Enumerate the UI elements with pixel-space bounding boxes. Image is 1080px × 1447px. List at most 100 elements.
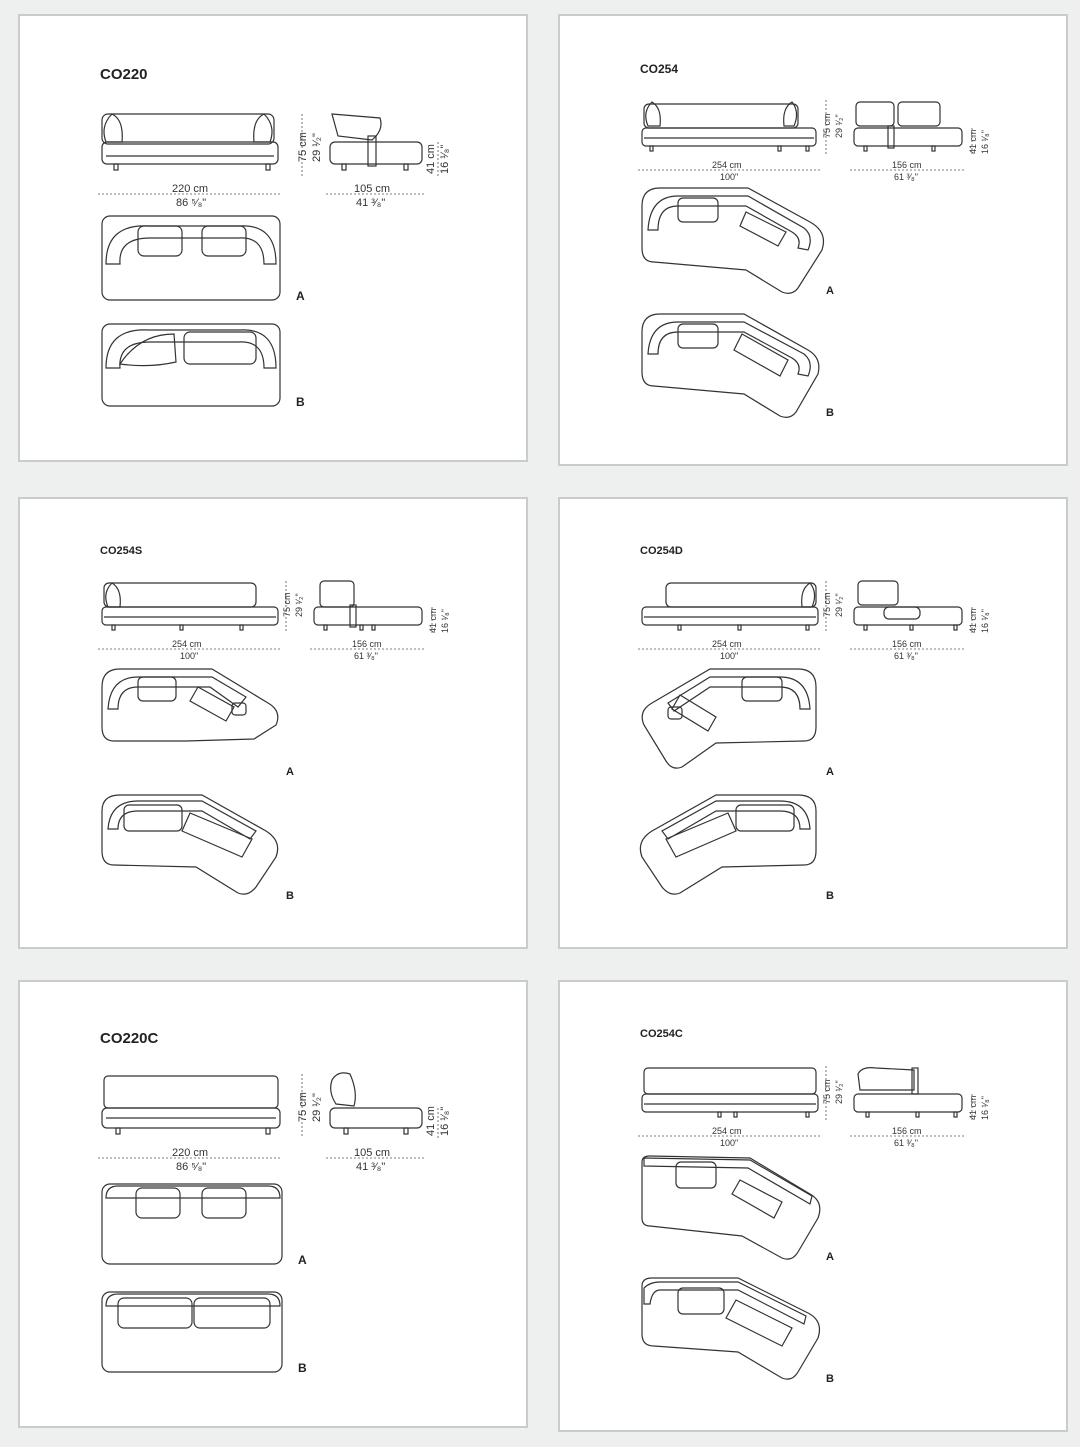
technical-drawing: 75 cm 29 ¹⁄₂" 254 cm 100" 156 cm 61 ³⁄₈"… [638,1066,990,1385]
seat-height-in: 16 ¹⁄₈" [439,145,451,174]
plan-a [641,668,817,769]
plan-b-label: B [296,395,305,409]
technical-drawing: 75 cm 29 ¹⁄₂" 254 cm 100" 156 cm 61 ³⁄₈"… [638,580,990,902]
model-title: CO220C [100,1030,159,1047]
product-panel-co254s: CO254S 75 cm 29 ¹⁄₂" 254 cm 100" 156 cm … [18,497,528,949]
side-elevation [329,1072,423,1135]
plan-a [641,187,825,294]
width-in: 86 ⁵⁄₈" [176,197,206,209]
plan-a [101,1183,283,1265]
plan-b [101,323,281,407]
width-cm: 254 cm [712,639,742,649]
height-in: 29 ¹⁄₂" [834,1080,844,1104]
product-panel-co254d: CO254D 75 cm 29 ¹⁄₂" 254 cm 100" 156 cm … [558,497,1068,949]
technical-drawing: 75 cm 29 ¹⁄₂" 220 cm 86 ⁵⁄₈" 105 cm 41 ³… [98,1072,451,1375]
width-in: 100" [720,1138,738,1148]
width-in: 100" [180,651,198,661]
seat-height-cm: 41 cm [968,608,978,633]
plan-b [101,1291,283,1373]
depth-in: 61 ³⁄₈" [894,651,918,661]
depth-in: 61 ³⁄₈" [894,1138,918,1148]
side-elevation [313,580,423,631]
width-cm: 254 cm [712,160,742,170]
seat-height-cm: 41 cm [425,1106,437,1136]
depth-in: 61 ³⁄₈" [894,172,918,182]
seat-height-in: 16 ¹⁄₈" [980,130,990,154]
depth-cm: 105 cm [354,183,390,195]
seat-height-cm: 41 cm [428,608,438,633]
technical-drawing: 75 cm 29 ¹⁄₂" 254 cm 100" 156 cm 61 ³⁄₈"… [638,100,990,419]
depth-cm: 156 cm [352,639,382,649]
product-panel-co220c: CO220C 75 cm 29 ¹⁄₂" 220 cm 86 ⁵⁄₈" 105 … [18,980,528,1428]
plan-b-label: B [298,1361,307,1375]
plan-b [639,794,817,895]
seat-height-cm: 41 cm [968,129,978,154]
side-elevation [329,113,423,171]
plan-a [101,668,279,742]
depth-in: 41 ³⁄₈" [356,197,385,209]
front-elevation [101,113,279,171]
seat-height-in: 16 ¹⁄₈" [980,1096,990,1120]
width-in: 86 ⁵⁄₈" [176,1161,206,1173]
front-elevation [641,582,819,631]
front-elevation [101,582,279,631]
plan-b [641,1277,821,1380]
front-elevation [641,1067,819,1118]
front-elevation [641,101,817,152]
plan-a [641,1155,821,1260]
model-title: CO254 [640,62,679,76]
width-cm: 254 cm [712,1126,742,1136]
plan-a-label: A [298,1253,307,1267]
seat-height-cm: 41 cm [968,1095,978,1120]
height-in: 29 ¹⁄₂" [294,593,304,617]
height-in: 29 ¹⁄₂" [834,593,844,617]
technical-drawing: 75 cm 29 ¹⁄₂" 254 cm 100" 156 cm 61 ³⁄₈"… [98,580,450,902]
model-title: CO254C [640,1028,683,1040]
width-cm: 254 cm [172,639,202,649]
product-panel-co220: CO220 75 cm 29 ¹⁄₂" 220 cm 86 ⁵⁄₈" [18,14,528,462]
seat-height-in: 16 ¹⁄₈" [439,1107,451,1136]
width-in: 100" [720,172,738,182]
plan-b-label: B [826,1373,834,1385]
side-elevation [853,101,963,152]
plan-b [101,794,279,895]
seat-height-in: 16 ¹⁄₈" [440,609,450,633]
seat-height-in: 16 ¹⁄₈" [980,609,990,633]
model-title: CO220 [100,66,148,83]
seat-height-cm: 41 cm [425,144,437,174]
product-panel-co254: CO254 75 cm 29 ¹⁄₂" 254 cm 100" 156 cm [558,14,1068,466]
width-in: 100" [720,651,738,661]
plan-a-label: A [826,1251,834,1263]
plan-a-label: A [296,289,305,303]
height-cm: 75 cm [822,113,832,138]
height-cm: 75 cm [282,592,292,617]
plan-b [641,313,820,418]
depth-in: 61 ³⁄₈" [354,651,378,661]
plan-a-label: A [826,766,834,778]
height-cm: 75 cm [297,132,309,162]
model-title: CO254D [640,545,683,557]
depth-cm: 105 cm [354,1147,390,1159]
height-in: 29 ¹⁄₂" [834,114,844,138]
depth-cm: 156 cm [892,1126,922,1136]
height-in: 29 ¹⁄₂" [311,1093,323,1122]
plan-a-label: A [826,285,834,297]
plan-b-label: B [826,890,834,902]
plan-a-label: A [286,766,294,778]
front-elevation [101,1075,281,1135]
depth-cm: 156 cm [892,160,922,170]
plan-b-label: B [826,407,834,419]
height-in: 29 ¹⁄₂" [311,133,323,162]
width-cm: 220 cm [172,1147,208,1159]
height-cm: 75 cm [822,592,832,617]
depth-cm: 156 cm [892,639,922,649]
side-elevation [853,580,963,631]
plan-a [101,215,281,301]
product-panel-co254c: CO254C 75 cm 29 ¹⁄₂" 254 cm 100" 156 cm … [558,980,1068,1432]
width-cm: 220 cm [172,183,208,195]
plan-b-label: B [286,890,294,902]
technical-drawing: 75 cm 29 ¹⁄₂" 220 cm 86 ⁵⁄₈" 105 cm 41 ³… [98,113,451,409]
height-cm: 75 cm [297,1092,309,1122]
depth-in: 41 ³⁄₈" [356,1161,385,1173]
model-title: CO254S [100,545,143,557]
